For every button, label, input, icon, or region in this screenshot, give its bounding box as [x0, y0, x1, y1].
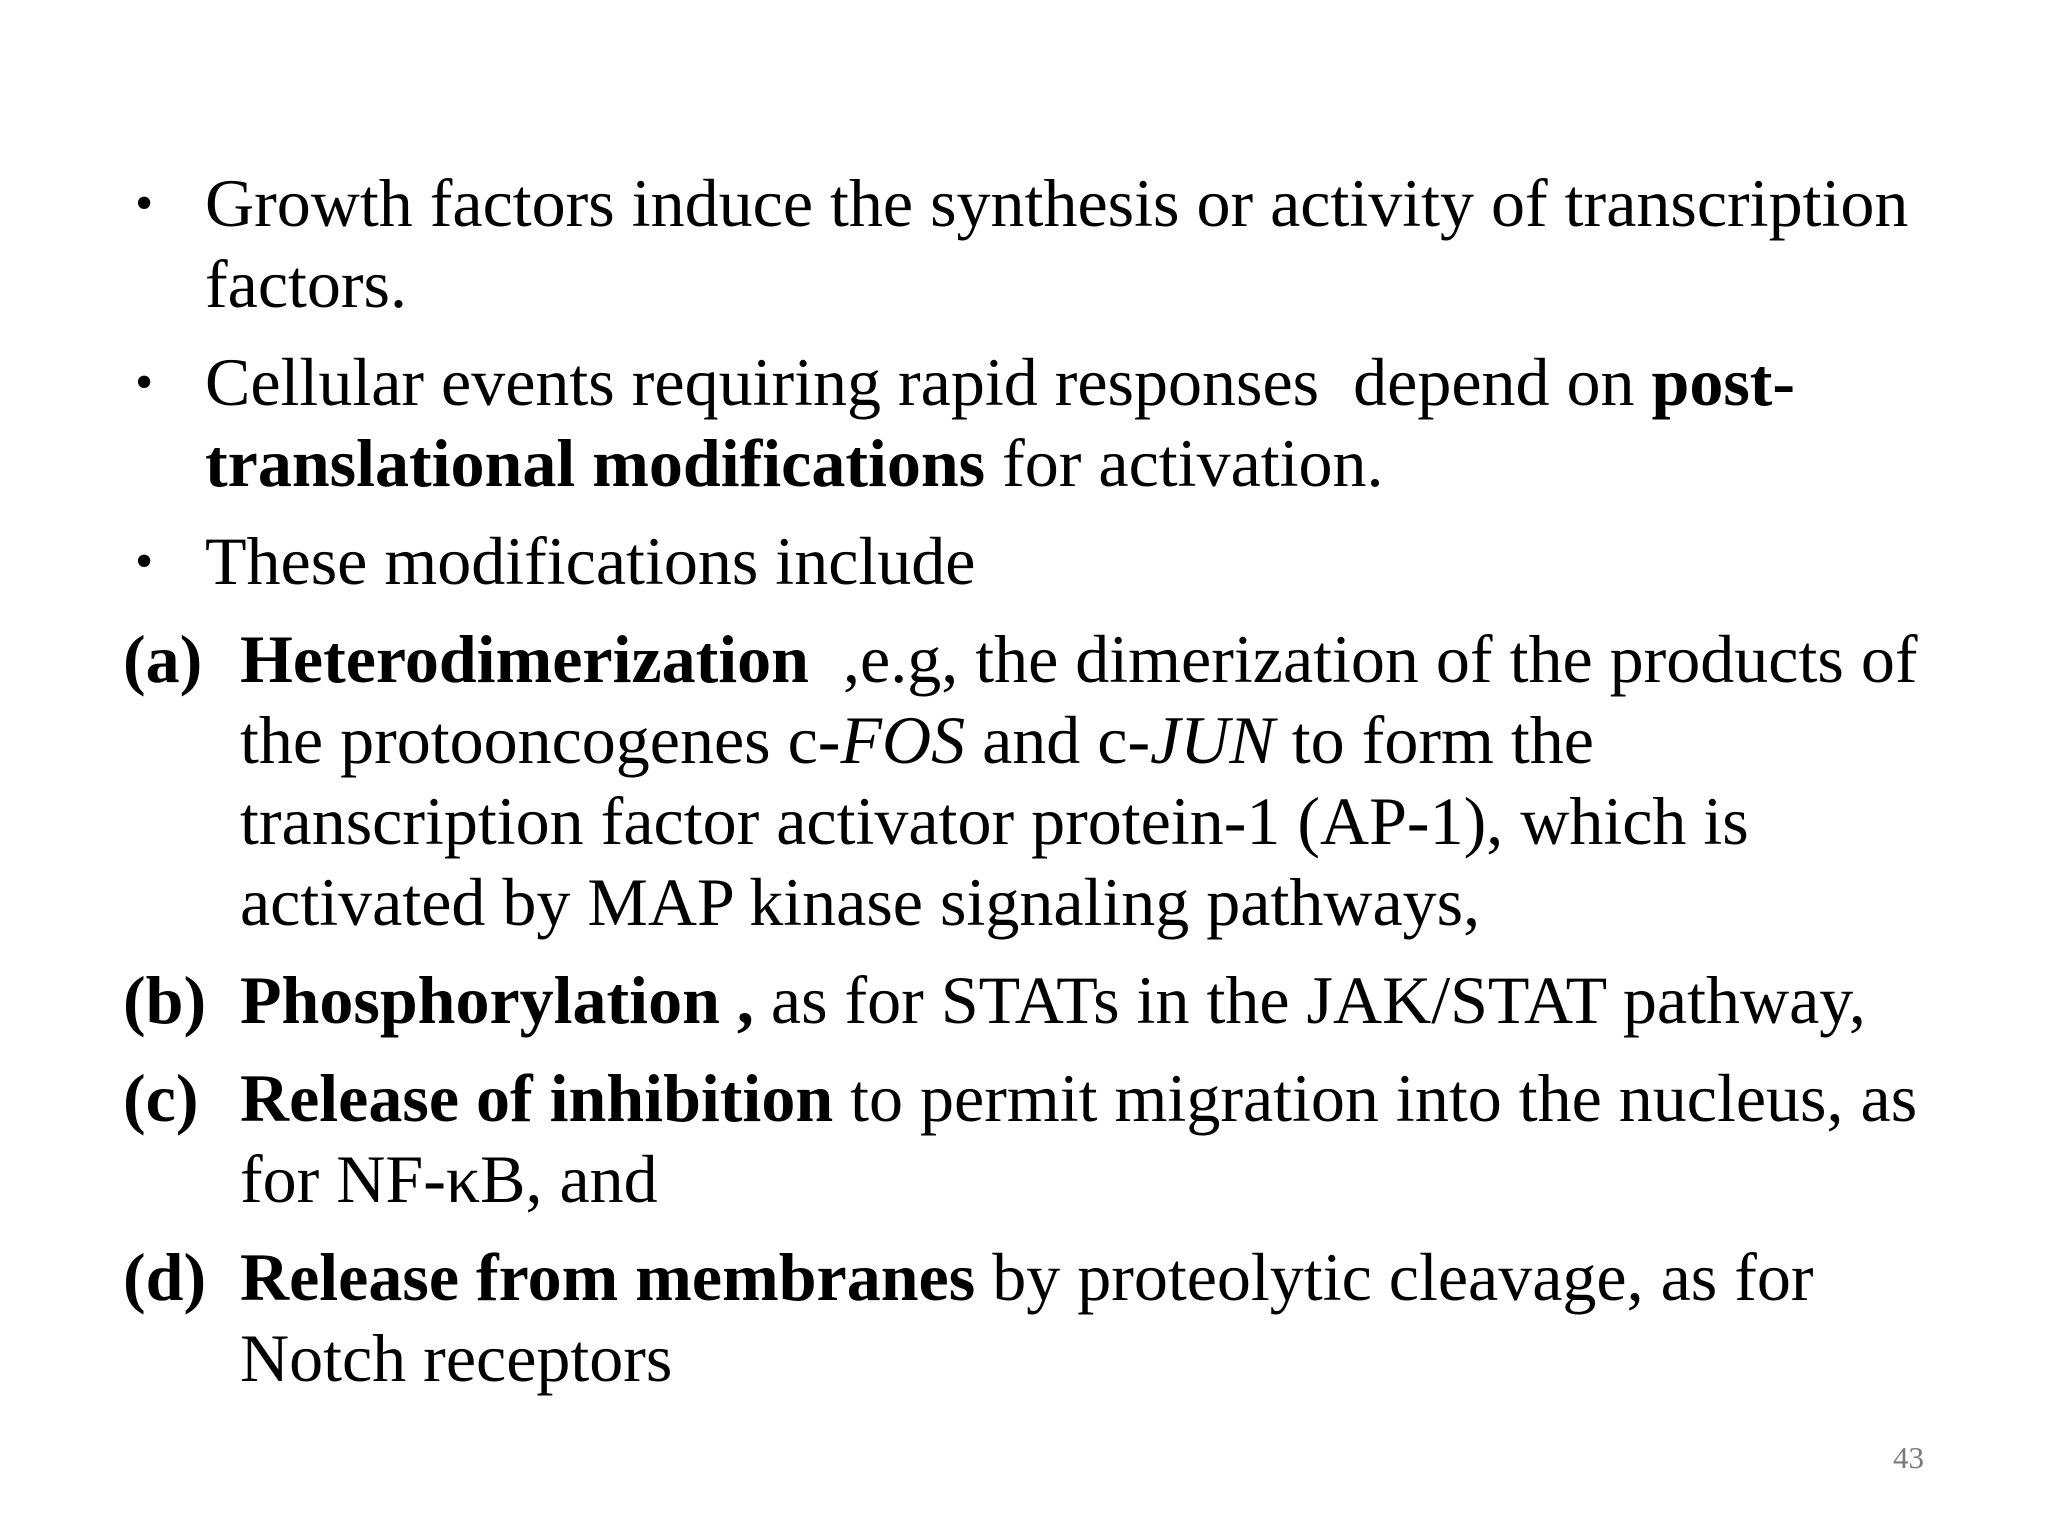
paragraph-text: Release from membranes by proteolytic cl… — [240, 1237, 2048, 1399]
text-line: Release from membranes by proteolytic cl… — [240, 1237, 2048, 1318]
item-letter: (d) — [123, 1239, 207, 1315]
text-run: Heterodimerization — [240, 621, 810, 697]
text-run: These modifications include — [205, 523, 976, 599]
item-letter: (c) — [123, 1060, 199, 1136]
text-run: to permit migration into the nucleus, as — [833, 1060, 1918, 1136]
text-run: Release of inhibition — [240, 1060, 834, 1136]
text-line: for NF-κB, and — [240, 1139, 2048, 1220]
bullet-marker: • — [135, 175, 154, 232]
paragraph-text: Cellular events requiring rapid response… — [205, 342, 2048, 504]
text-run: for activation. — [985, 425, 1384, 501]
text-run: Release from membranes — [240, 1239, 976, 1315]
bullet-marker: • — [135, 354, 154, 411]
paragraph-text: Phosphorylation , as for STATs in the JA… — [240, 960, 2048, 1041]
text-line: activated by MAP kinase signaling pathwa… — [240, 862, 2048, 943]
paragraph-text: Release of inhibition to permit migratio… — [240, 1058, 2048, 1220]
lettered-item-release-of-inhibition: (c) Release of inhibition to permit migra… — [0, 1058, 2048, 1220]
text-run: Cellular events requiring rapid response… — [205, 344, 1652, 420]
paragraph-text: These modifications include — [205, 521, 2048, 602]
text-line: transcription factor activator protein-1… — [240, 781, 2048, 862]
text-run: translational modifications — [205, 425, 986, 501]
bullet-item-growth-factors: • Growth factors induce the synthesis or … — [0, 163, 2048, 325]
text-run: by proteolytic cleavage, as for — [975, 1239, 1814, 1315]
lettered-item-phosphorylation: (b) Phosphorylation , as for STATs in the… — [0, 960, 2048, 1041]
text-run: ,e.g, the dimerization of the products o… — [809, 621, 1918, 697]
text-line: Heterodimerization ,e.g, the dimerizatio… — [240, 619, 2048, 700]
bullet-marker: • — [135, 533, 154, 590]
text-line: These modifications include — [205, 521, 2048, 602]
text-run: Notch receptors — [240, 1320, 673, 1396]
text-run: for NF-κB, and — [240, 1141, 658, 1217]
lettered-item-heterodimerization: (a) Heterodimerization ,e.g, the dimeriza… — [0, 619, 2048, 943]
bullet-item-cellular-events: • Cellular events requiring rapid respons… — [0, 342, 2048, 504]
text-run: transcription factor activator protein-1… — [240, 783, 1749, 859]
page-number: 43 — [1893, 1440, 1924, 1475]
text-line: Notch receptors — [240, 1318, 2048, 1399]
bullet-item-modifications-include: • These modifications include — [0, 521, 2048, 602]
text-line: Cellular events requiring rapid response… — [205, 342, 2048, 423]
text-line: the protooncogenes c-FOS and c-JUN to fo… — [240, 700, 2048, 781]
text-line: Growth factors induce the synthesis or a… — [205, 163, 2048, 244]
item-letter: (b) — [123, 962, 207, 1038]
text-run: FOS — [840, 702, 966, 778]
paragraph-text: Growth factors induce the synthesis or a… — [205, 163, 2048, 325]
text-run: Phosphorylation , — [240, 962, 754, 1038]
text-run: the protooncogenes c- — [240, 702, 841, 778]
text-line: Release of inhibition to permit migratio… — [240, 1058, 2048, 1139]
text-run: post- — [1651, 344, 1796, 420]
text-run: JUN — [1150, 702, 1275, 778]
paragraph-text: Heterodimerization ,e.g, the dimerizatio… — [240, 619, 2048, 943]
text-run: as for STATs in the JAK/STAT pathway, — [753, 962, 1866, 1038]
text-line: factors. — [205, 244, 2048, 325]
lettered-item-release-from-membranes: (d) Release from membranes by proteolytic… — [0, 1237, 2048, 1399]
slide-body: • Growth factors induce the synthesis or … — [0, 163, 2048, 1416]
text-run: and c- — [965, 702, 1151, 778]
text-line: Phosphorylation , as for STATs in the JA… — [240, 960, 2048, 1041]
text-run: factors. — [205, 246, 408, 322]
text-run: to form the — [1274, 702, 1594, 778]
text-run: activated by MAP kinase signaling pathwa… — [240, 864, 1481, 940]
text-line: translational modifications for activati… — [205, 423, 2048, 504]
item-letter: (a) — [123, 621, 203, 697]
text-run: Growth factors induce the synthesis or a… — [205, 165, 1909, 241]
